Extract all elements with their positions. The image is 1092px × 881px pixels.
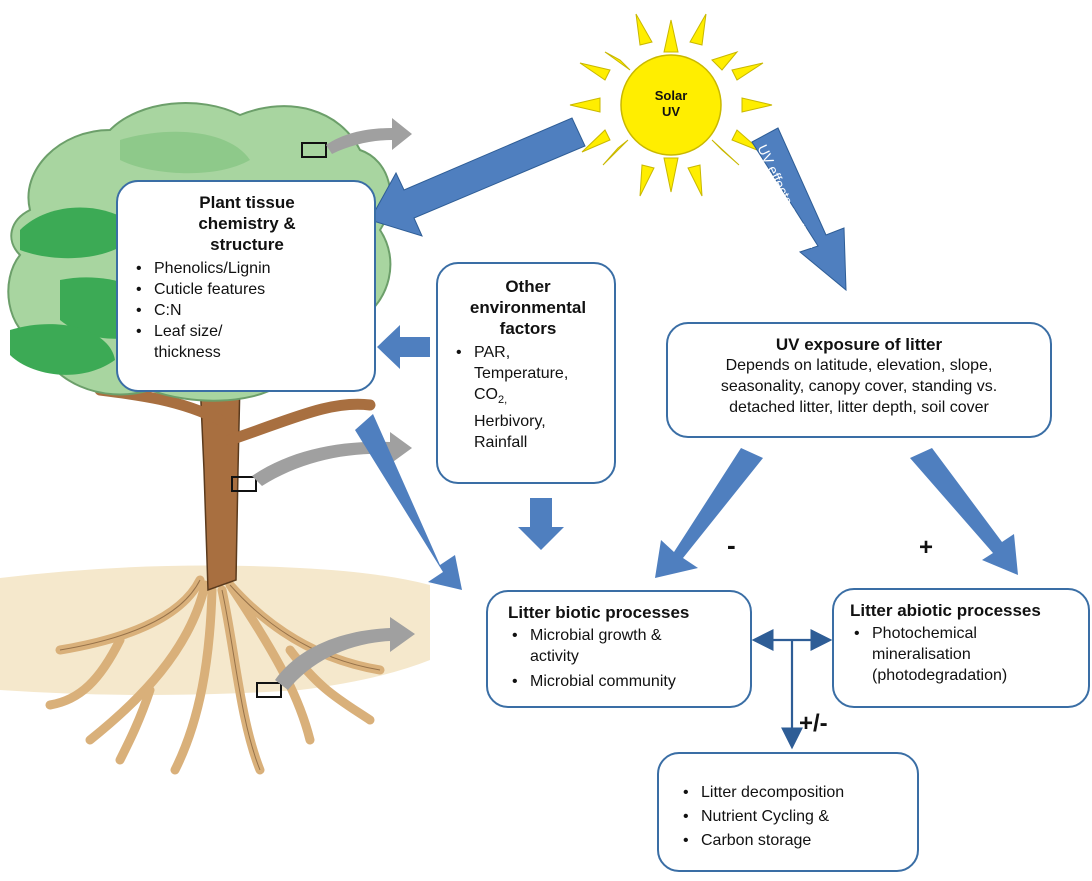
sample-box-stem [231,476,257,492]
outcome-box: Litter decomposition Nutrient Cycling & … [657,752,919,872]
arrow-uv-on-litter [751,127,847,292]
sun-label-line2: UV [661,104,681,119]
list-item: Litter decomposition [679,782,907,803]
list-item: PAR, Temperature, CO2, Herbivory, Rainfa… [452,342,604,453]
arrow-plant-to-biotic [355,414,462,590]
environmental-factors-box: Other environmental factors PAR, Tempera… [436,262,616,484]
tree-roots-outline [59,579,381,771]
sample-box-root [256,682,282,698]
list-item: Leaf size/ [132,321,362,342]
abiotic-title: Litter abiotic processes [850,601,1041,620]
abiotic-processes-box: Litter abiotic processes Photochemical m… [832,588,1090,708]
arrow-uv-via-plant [369,117,586,237]
biotic-title: Litter biotic processes [508,603,690,622]
uv-exposure-title: UV exposure of litter [775,335,943,354]
list-item: Phenolics/Lignin [132,258,362,279]
env-box-title: Other environmental factors [469,277,587,338]
list-item: Cuticle features [132,279,362,300]
plant-box-list: Phenolics/Lignin Cuticle features C:N Le… [132,258,362,342]
sun-rays [569,13,773,197]
list-item: Microbial growth & activity [508,625,740,667]
list-item: C:N [132,300,362,321]
sun-label-line1: Solar [654,88,688,103]
arrow-exposure-to-abiotic [910,448,1018,575]
sample-box-leaf [301,142,327,158]
plant-tissue-box: Plant tissue chemistry & structure Pheno… [116,180,376,392]
sun-label: Solar UV [631,88,711,120]
list-item: Nutrient Cycling & [679,806,907,827]
list-item: Photochemical mineralisation (photodegra… [850,623,1080,686]
plant-box-list-continuation: thickness [154,344,221,361]
uv-exposure-box: UV exposure of litter Depends on latitud… [666,322,1052,438]
biotic-list: Microbial growth & activity Microbial co… [508,625,740,692]
plant-box-title: Plant tissue chemistry & structure [198,193,296,254]
arrow-exposure-to-biotic [655,448,763,578]
biotic-processes-box: Litter biotic processes Microbial growth… [486,590,752,708]
arrow-env-to-plant [377,325,430,369]
plus-sign: + [919,534,934,561]
list-item: Microbial community [508,671,740,692]
env-box-list: PAR, Temperature, CO2, Herbivory, Rainfa… [452,342,604,453]
plus-minus-sign: +/- [799,710,828,737]
sun-disc [620,54,722,156]
minus-sign: - [727,530,736,560]
outcome-list: Litter decomposition Nutrient Cycling & … [679,782,907,851]
connector-lines [751,629,833,750]
arrow-env-to-biotic [518,498,564,550]
list-item: Carbon storage [679,830,907,851]
abiotic-list: Photochemical mineralisation (photodegra… [850,623,1080,686]
